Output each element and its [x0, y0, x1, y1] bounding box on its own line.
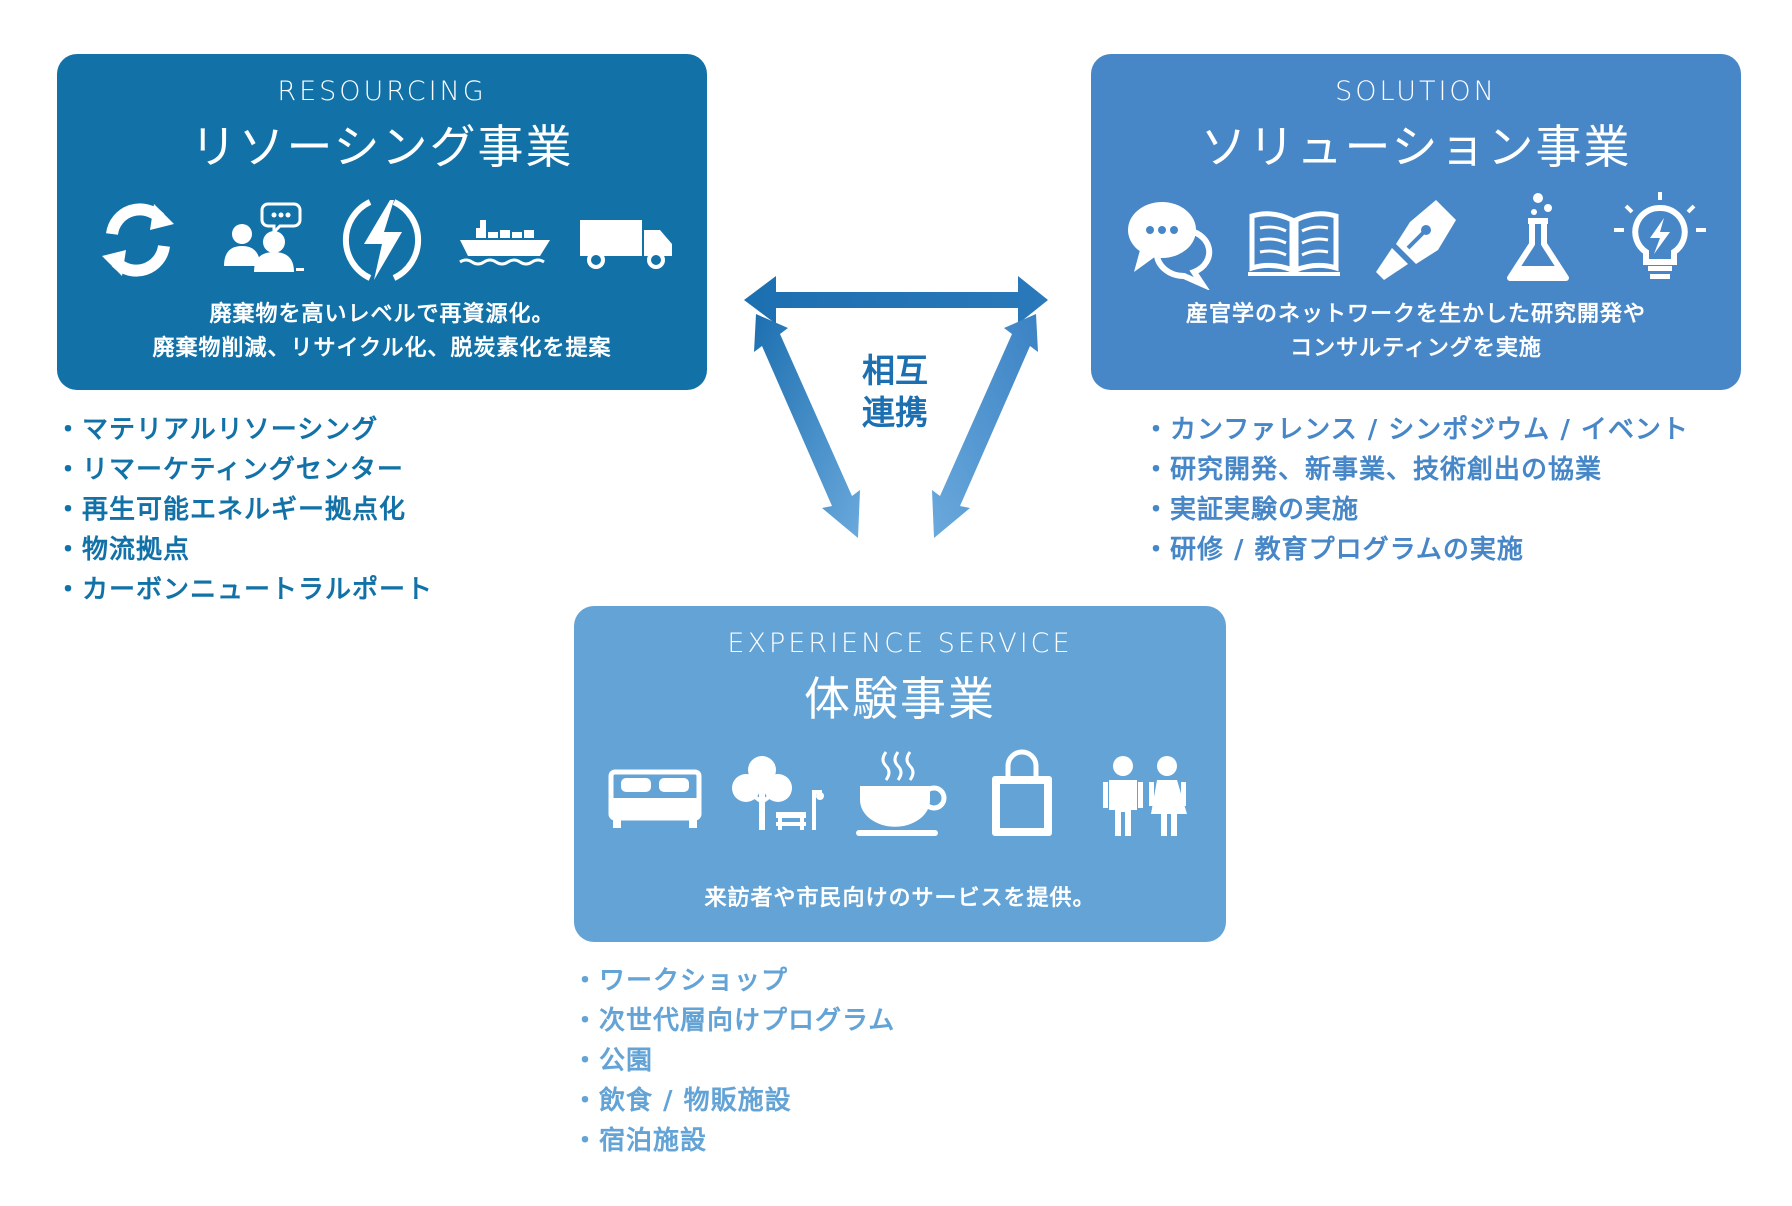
- resourcing-list: ・マテリアルリソーシング ・リマーケティングセンター ・再生可能エネルギー拠点化…: [55, 410, 433, 610]
- center-label-line: 相互: [862, 351, 928, 390]
- list-item: ・飲食 / 物販施設: [572, 1086, 792, 1116]
- resourcing-title-ja: リソーシング事業: [190, 120, 574, 174]
- experience-card: EXPERIENCE SERVICE 体験事業: [574, 606, 1226, 942]
- experience-title-en: EXPERIENCE SERVICE: [727, 628, 1073, 659]
- park-icon: [728, 746, 828, 846]
- experience-description: 来訪者や市民向けのサービスを提供。: [574, 882, 1226, 916]
- list-item: ・リマーケティングセンター: [55, 455, 404, 485]
- experience-title-ja: 体験事業: [804, 672, 996, 726]
- list-item: ・カンファレンス / シンポジウム / イベント: [1143, 415, 1689, 445]
- flask-icon: [1488, 190, 1588, 290]
- experience-icons: [594, 746, 1206, 846]
- list-item: ・カーボンニュートラルポート: [55, 575, 434, 605]
- resourcing-description: 廃棄物を高いレベルで再資源化。 廃棄物削減、リサイクル化、脱炭素化を提案: [57, 298, 707, 366]
- open-book-icon: [1244, 190, 1344, 290]
- solution-icons: [1111, 190, 1721, 290]
- solution-list: ・カンファレンス / シンポジウム / イベント ・研究開発、新事業、技術創出の…: [1143, 410, 1689, 570]
- resourcing-desc-line: 廃棄物を高いレベルで再資源化。: [209, 302, 555, 327]
- coffee-cup-icon: [850, 746, 950, 846]
- cargo-ship-icon: [454, 190, 554, 290]
- people-icon: [1095, 746, 1195, 846]
- solution-title-ja: ソリューション事業: [1200, 120, 1632, 174]
- list-item: ・ワークショップ: [572, 966, 789, 996]
- experience-list: ・ワークショップ ・次世代層向けプログラム ・公園 ・飲食 / 物販施設 ・宿泊…: [572, 961, 895, 1161]
- resourcing-title-en: RESOURCING: [277, 76, 487, 107]
- list-item: ・次世代層向けプログラム: [572, 1006, 896, 1036]
- list-item: ・再生可能エネルギー拠点化: [55, 495, 407, 525]
- center-label-line: 連携: [862, 393, 928, 432]
- resourcing-desc-line: 廃棄物削減、リサイクル化、脱炭素化を提案: [152, 336, 612, 361]
- experience-desc-line: 来訪者や市民向けのサービスを提供。: [704, 886, 1096, 911]
- consultation-icon: [210, 190, 310, 290]
- list-item: ・研修 / 教育プログラムの実施: [1143, 535, 1524, 565]
- solution-description: 産官学のネットワークを生かした研究開発や コンサルティングを実施: [1091, 298, 1741, 366]
- mutual-collaboration-label: 相互 連携: [830, 350, 960, 434]
- energy-bolt-icon: [332, 190, 432, 290]
- list-item: ・物流拠点: [55, 535, 191, 565]
- mutual-arrows: [744, 276, 1048, 538]
- arrow-left-bidirectional: [754, 314, 860, 538]
- list-item: ・宿泊施設: [572, 1126, 708, 1156]
- resourcing-icons: [77, 190, 687, 290]
- truck-icon: [576, 190, 676, 290]
- arrow-top-bidirectional: [744, 276, 1048, 324]
- bed-icon: [605, 746, 705, 846]
- pen-nib-icon: [1366, 190, 1466, 290]
- chat-bubbles-icon: [1122, 190, 1222, 290]
- list-item: ・実証実験の実施: [1143, 495, 1360, 525]
- list-item: ・マテリアルリソーシング: [55, 415, 379, 445]
- solution-title-en: SOLUTION: [1335, 76, 1497, 107]
- resourcing-card: RESOURCING リソーシング事業: [57, 54, 707, 390]
- lightbulb-icon: [1610, 190, 1710, 290]
- shopping-bag-icon: [972, 746, 1072, 846]
- solution-desc-line: コンサルティングを実施: [1290, 336, 1542, 361]
- recycle-icon: [88, 190, 188, 290]
- solution-desc-line: 産官学のネットワークを生かした研究開発や: [1185, 302, 1646, 327]
- solution-card: SOLUTION ソリューション事業: [1091, 54, 1741, 390]
- list-item: ・公園: [572, 1046, 654, 1076]
- list-item: ・研究開発、新事業、技術創出の協業: [1143, 455, 1603, 485]
- arrow-right-bidirectional: [932, 314, 1038, 538]
